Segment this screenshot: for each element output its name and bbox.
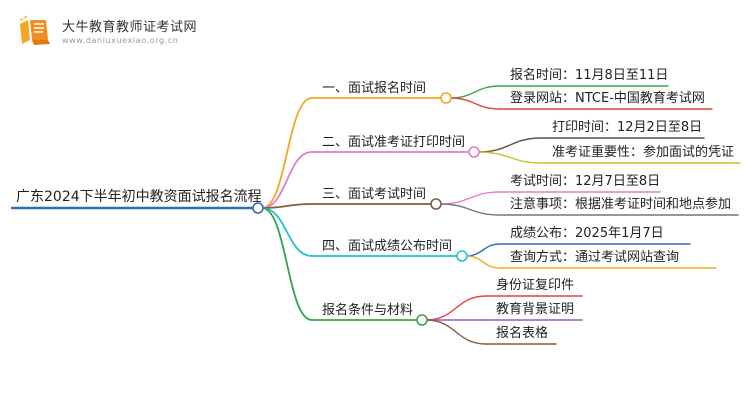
leaf-connector [477,137,543,153]
branch-connector [261,207,313,321]
leaf-label: 报名时间：11月8日至11日 [510,68,669,83]
branch-collapse-toggle[interactable] [456,250,468,262]
branch-collapse-toggle[interactable] [416,314,428,326]
branch-label: 报名条件与材料 [322,303,414,318]
leaf-connector [439,203,501,216]
branch-label: 二、面试准考证打印时间 [322,135,466,150]
leaf-label: 打印时间：12月2日至8日 [552,120,703,135]
leaf-label: 注意事项：根据准考证时间和地点参加 [510,197,732,212]
branch-collapse-toggle[interactable] [440,92,452,104]
site-url: www.daniuxuexiao.org.cn [62,36,179,45]
branch-label: 一、面试报名时间 [322,81,427,96]
branch-connector [261,203,313,209]
leaf-label: 身份证复印件 [496,278,575,293]
leaf-connector [425,295,487,321]
branch-connector [261,151,313,209]
branch-connector [261,97,313,209]
branch-collapse-toggle[interactable] [430,198,442,210]
leaf-connector [439,191,501,205]
leaf-connector [477,151,543,164]
leaf-connector [465,255,501,269]
branch-label: 三、面试考试时间 [322,187,427,202]
leaf-connector [425,319,487,345]
leaf-connector [465,243,501,257]
open-book-icon [16,14,56,50]
leaf-label: 登录网站：NTCE-中国教育考试网 [510,91,705,106]
leaf-connector [449,85,501,99]
branch-connector [261,207,313,257]
root-node-label: 广东2024下半年初中教资面试报名流程 [16,189,262,205]
root-collapse-toggle[interactable] [252,202,264,214]
branch-collapse-toggle[interactable] [468,146,480,158]
leaf-label: 成绩公布：2025年1月7日 [510,226,664,241]
leaf-connector [449,97,501,110]
leaf-label: 考试时间：12月7日至8日 [510,174,661,189]
leaf-label: 教育背景证明 [496,302,575,317]
leaf-label: 查询方式：通过考试网站查询 [510,250,680,265]
branch-label: 四、面试成绩公布时间 [322,239,453,254]
leaf-label: 准考证重要性：参加面试的凭证 [552,145,735,160]
leaf-label: 报名表格 [496,326,549,341]
site-title: 大牛教育教师证考试网 [62,20,198,35]
